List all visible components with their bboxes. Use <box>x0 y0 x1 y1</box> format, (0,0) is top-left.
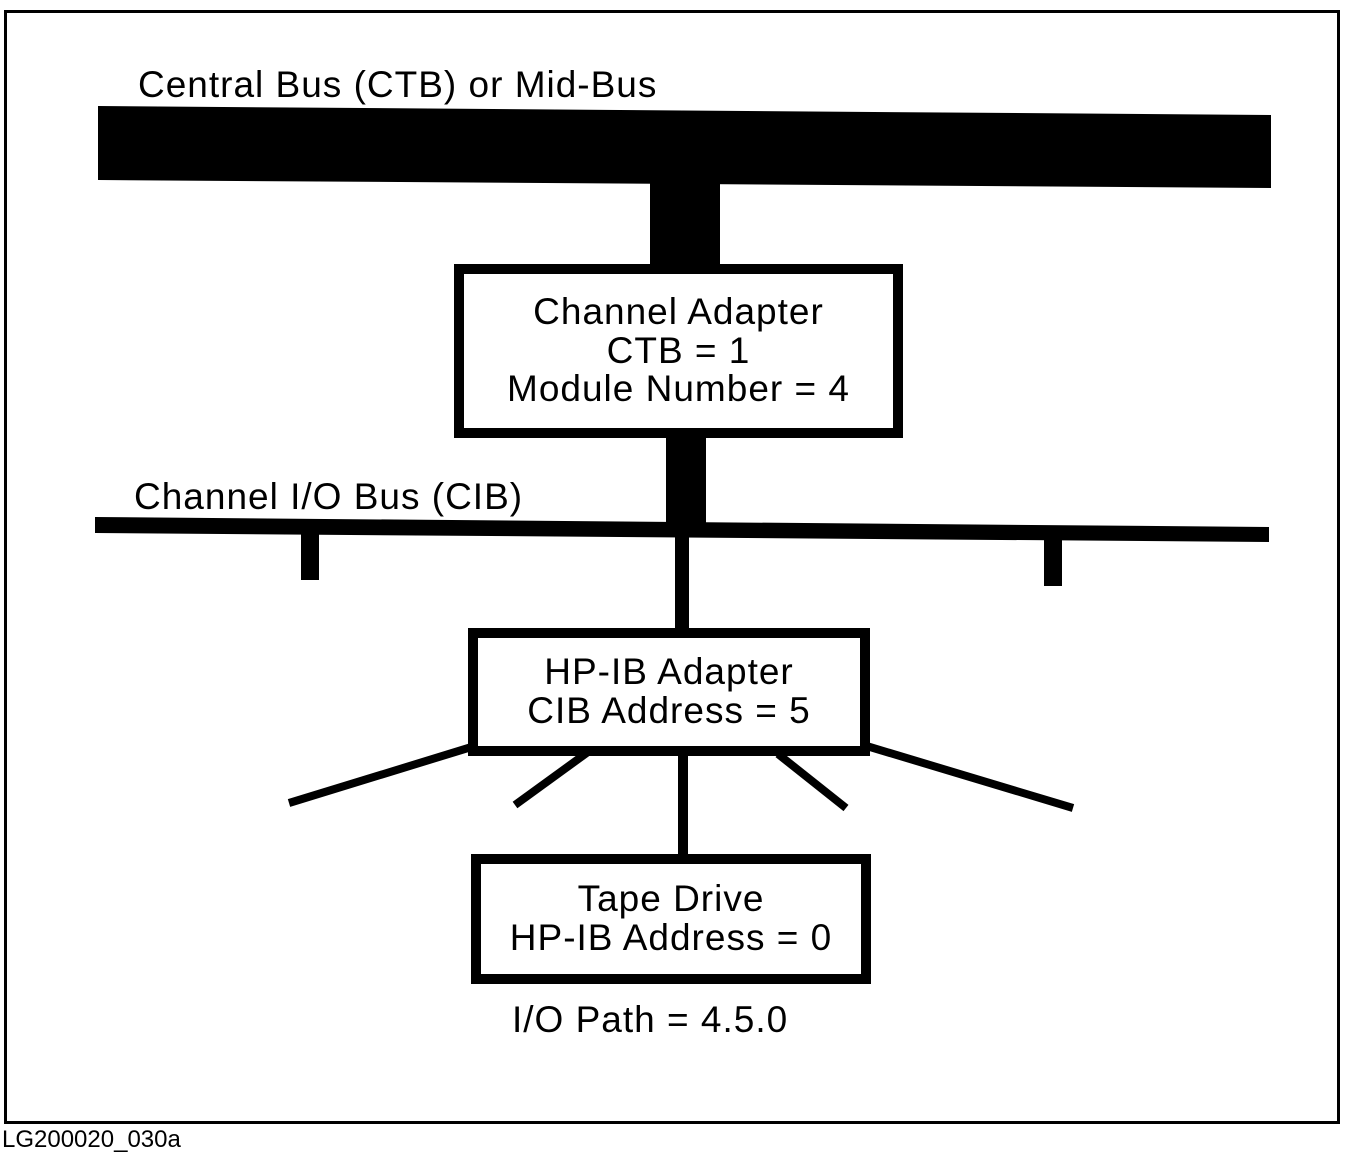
hpib-adapter-title: HP-IB Adapter <box>544 651 794 693</box>
hpib-branch-left <box>512 748 591 809</box>
central-bus-stem <box>650 180 720 272</box>
cib-stub-left <box>301 530 319 580</box>
hpib-branch-far-right <box>858 740 1075 812</box>
hpib-adapter-cib-address: CIB Address = 5 <box>527 690 811 731</box>
central-bus-label: Central Bus (CTB) or Mid-Bus <box>138 64 658 105</box>
hpib-to-tape-line <box>678 752 688 860</box>
io-path-label: I/O Path = 4.5.0 <box>512 999 789 1040</box>
channel-adapter-module-number: Module Number = 4 <box>507 368 850 410</box>
hpib-branch-far-left <box>287 741 480 807</box>
tape-drive-hpib-address: HP-IB Address = 0 <box>509 917 833 958</box>
tape-drive-box: Tape Drive HP-IB Address = 0 <box>471 854 871 984</box>
channel-adapter-stem <box>666 432 706 528</box>
central-bus-bar <box>98 106 1271 188</box>
hpib-branch-right <box>775 750 849 812</box>
figure-id: LG200020_030a <box>2 1126 181 1153</box>
channel-io-bus-bar <box>95 517 1269 542</box>
cib-to-hpib-line <box>675 535 689 635</box>
channel-adapter-box: Channel Adapter CTB = 1 Module Number = … <box>454 264 903 438</box>
channel-io-bus-label: Channel I/O Bus (CIB) <box>134 476 524 517</box>
channel-adapter-title: Channel Adapter <box>533 290 824 332</box>
channel-adapter-ctb: CTB = 1 <box>606 329 751 371</box>
cib-stub-right <box>1044 538 1062 586</box>
hpib-adapter-box: HP-IB Adapter CIB Address = 5 <box>468 628 870 756</box>
tape-drive-title: Tape Drive <box>577 878 765 920</box>
diagram-frame <box>4 10 1340 1124</box>
